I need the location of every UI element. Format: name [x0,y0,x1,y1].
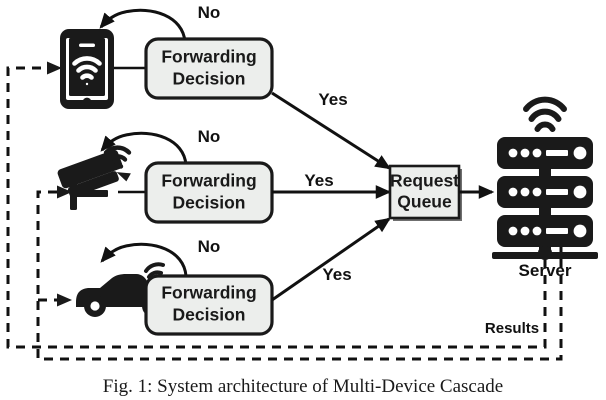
server-unit-1 [497,137,593,169]
no-arrow-1 [99,8,187,43]
yes-arrow-3 [271,217,391,302]
server-unit-3 [497,215,593,247]
results-feedback-branch-car [38,293,72,307]
yes-label-2: Yes [304,171,333,190]
results-label: Results [485,320,539,337]
server-label: Server [519,261,572,280]
request-queue-box[interactable]: Request Queue [388,164,462,221]
forwarding-decision-line1: Forwarding [161,47,256,67]
server-rack-icon [492,96,598,260]
results-feedback-path-outer [6,61,547,349]
request-queue-line2: Queue [397,192,452,212]
forwarding-decision-line1: Forwarding [161,283,256,303]
forwarding-decision-line1: Forwarding [161,171,256,191]
forwarding-decision-line2: Decision [173,193,246,213]
forwarding-decision-line2: Decision [173,69,246,89]
smartphone-icon [60,29,114,109]
smartphone-wifi-glyph [72,56,102,86]
no-arrow-3 [100,242,188,277]
yes-label-1: Yes [318,90,347,109]
results-feedback-path-inner [36,185,563,361]
no-label-1: No [198,3,221,22]
server-unit-2 [497,176,593,208]
yes-label-3: Yes [322,265,351,284]
forwarding-decision-box-2[interactable]: Forwarding Decision [144,161,274,224]
server-wifi-glyph [523,96,567,132]
figure-caption: Fig. 1: System architecture of Multi-Dev… [102,376,504,397]
forwarding-decision-box-3[interactable]: Forwarding Decision [144,274,274,336]
yes-arrow-1 [271,91,391,170]
security-camera-icon [57,145,132,210]
forwarding-decision-box-1[interactable]: Forwarding Decision [144,37,274,100]
no-label-2: No [198,127,221,146]
no-arrow-2 [100,131,188,166]
no-label-3: No [198,237,221,256]
forwarding-decision-line2: Decision [173,305,246,325]
request-queue-line1: Request [390,171,459,191]
